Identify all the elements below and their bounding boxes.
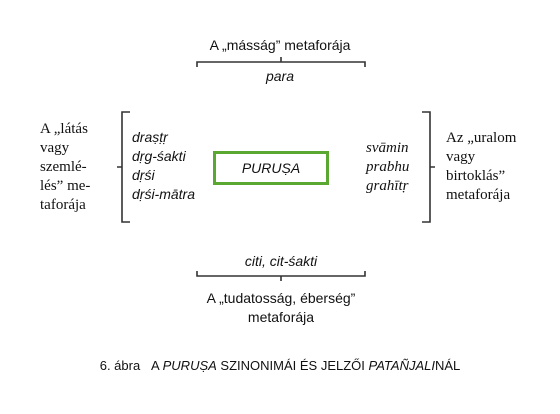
caption-prefix: A — [151, 358, 163, 373]
caption-number: 6. ábra — [99, 358, 141, 373]
right-title-line: Az „uralom — [446, 130, 517, 146]
right-title-line: metaforája — [446, 187, 511, 203]
top-term: para — [265, 68, 295, 84]
left-title: A „látás vagy szemlé- lés” me- taforája — [40, 120, 115, 215]
left-terms: draṣṭṛ dṛg-śakti dṛśi dṛśi-mātra — [132, 128, 212, 204]
left-term: draṣṭṛ — [132, 129, 168, 145]
top-bracket — [196, 57, 366, 67]
top-title: A „másság” metaforája — [209, 37, 351, 53]
bottom-title: A „tudatosság, éberség” metaforája — [160, 289, 402, 327]
right-term: prabhu — [366, 159, 410, 175]
caption-italic-purusa: PURUṢA — [162, 358, 217, 373]
left-title-line: A „látás — [40, 121, 88, 137]
right-term: svāmin — [366, 140, 409, 156]
right-title-line: vagy — [446, 149, 476, 165]
right-terms: svāmin prabhu grahītṛ — [366, 139, 426, 196]
caption-middle: SZINONIMÁI ÉS JELZŐI — [216, 358, 369, 373]
purusa-box: PURUṢA — [213, 151, 329, 185]
figure-caption: 6. ábra A PURUṢA SZINONIMÁI ÉS JELZŐI PA… — [0, 358, 560, 373]
left-term: dṛśi-mātra — [132, 186, 196, 202]
bottom-bracket — [196, 271, 366, 281]
bottom-term: citi, cit-śakti — [244, 253, 318, 269]
left-bracket — [117, 111, 130, 223]
bottom-title-line: metaforája — [247, 309, 315, 325]
left-term: dṛg-śakti — [132, 148, 186, 164]
left-title-line: szemlé- — [40, 159, 87, 175]
right-bracket — [422, 111, 435, 223]
right-title-line: birtoklás” — [446, 168, 506, 184]
left-title-line: vagy — [40, 140, 70, 156]
left-title-line: taforája — [40, 197, 86, 213]
caption-suffix: NÁL — [434, 358, 461, 373]
left-term: dṛśi — [132, 167, 155, 183]
right-title: Az „uralom vagy birtoklás” metaforája — [446, 129, 546, 205]
left-title-line: lés” me- — [40, 178, 91, 194]
purusa-label: PURUṢA — [241, 160, 301, 176]
caption-italic-patanjali: PATAÑJALI — [368, 358, 435, 373]
bottom-title-line: A „tudatosság, éberség” — [206, 290, 356, 306]
right-term: grahītṛ — [366, 178, 409, 194]
